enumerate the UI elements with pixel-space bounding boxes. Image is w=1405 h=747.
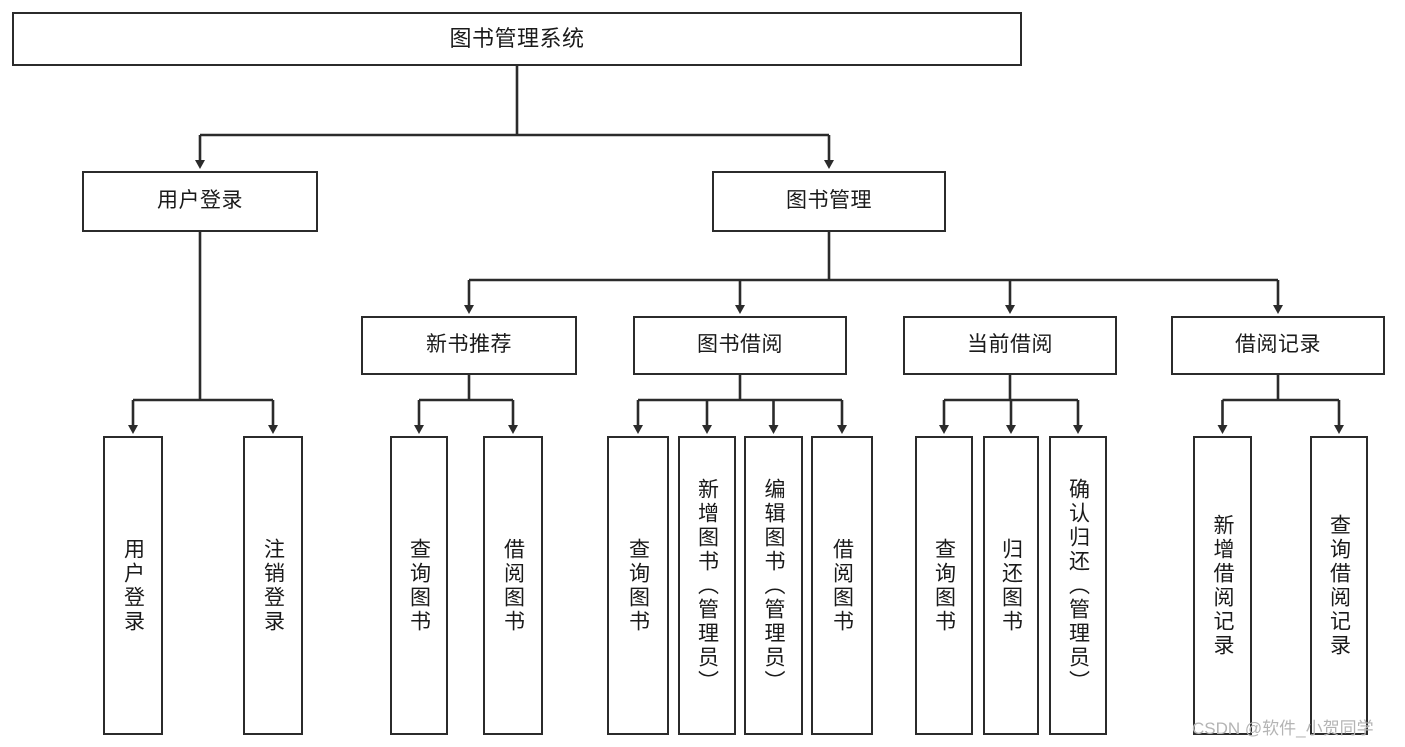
node-leaf-rec-query: 查询图书 <box>390 436 448 735</box>
node-label: 注销登录 <box>261 537 285 634</box>
node-label: 图书管理 <box>786 189 872 213</box>
node-leaf-user-logout: 注销登录 <box>243 436 303 735</box>
node-leaf-lr-add: 新增借阅记录 <box>1193 436 1252 735</box>
node-label: 查询图书 <box>932 537 956 634</box>
node-book-manage: 图书管理 <box>712 171 946 232</box>
node-label: 用户登录 <box>121 537 145 634</box>
node-label: 确认归还（管理员） <box>1066 477 1090 694</box>
csdn-watermark: CSDN @软件_小贺同学 <box>1192 719 1374 738</box>
node-label: 编辑图书（管理员） <box>762 477 785 694</box>
node-label: 图书管理系统 <box>449 26 585 52</box>
node-new-book-rec: 新书推荐 <box>361 316 577 375</box>
node-label: 用户登录 <box>157 189 243 213</box>
node-leaf-bb-query: 查询图书 <box>607 436 669 735</box>
node-user-login: 用户登录 <box>82 171 318 232</box>
node-label: 当前借阅 <box>967 333 1053 357</box>
node-root: 图书管理系统 <box>12 12 1022 66</box>
node-current-loans: 当前借阅 <box>903 316 1117 375</box>
node-leaf-cl-query: 查询图书 <box>915 436 973 735</box>
node-leaf-rec-borrow: 借阅图书 <box>483 436 543 735</box>
node-leaf-user-login: 用户登录 <box>103 436 163 735</box>
node-label: 查询借阅记录 <box>1327 513 1351 658</box>
node-leaf-bb-edit: 编辑图书（管理员） <box>744 436 803 735</box>
node-book-borrow: 图书借阅 <box>633 316 847 375</box>
node-label: 借阅图书 <box>501 537 525 634</box>
node-label: 借阅记录 <box>1235 333 1321 357</box>
node-leaf-lr-query: 查询借阅记录 <box>1310 436 1368 735</box>
node-label: 新书推荐 <box>426 333 512 357</box>
node-loan-records: 借阅记录 <box>1171 316 1385 375</box>
node-label: 查询图书 <box>626 537 650 634</box>
node-label: 查询图书 <box>407 537 431 634</box>
node-label: 新增图书（管理员） <box>695 477 719 694</box>
node-label: 图书借阅 <box>697 333 783 357</box>
node-leaf-cl-return: 归还图书 <box>983 436 1039 735</box>
node-leaf-bb-borrow: 借阅图书 <box>811 436 873 735</box>
node-label: 借阅图书 <box>830 537 854 634</box>
node-leaf-bb-add: 新增图书（管理员） <box>678 436 736 735</box>
node-leaf-cl-confirm: 确认归还（管理员） <box>1049 436 1107 735</box>
node-label: 归还图书 <box>999 537 1023 634</box>
node-label: 新增借阅记录 <box>1211 513 1234 658</box>
